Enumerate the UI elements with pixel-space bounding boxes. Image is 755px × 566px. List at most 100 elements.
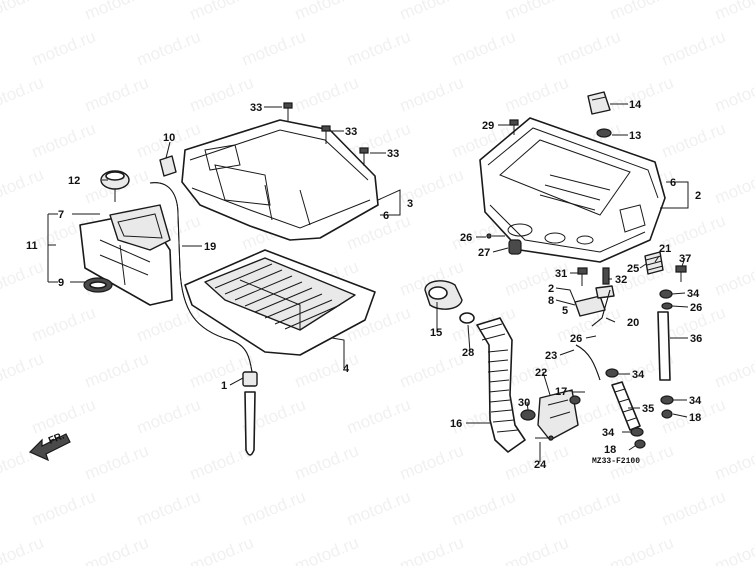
drain-tube [149, 182, 253, 373]
watermark-text: motod.ru [607, 533, 676, 566]
watermark-text: motod.ru [659, 487, 728, 530]
watermark-text: motod.ru [292, 533, 361, 566]
callout-34-b: 34 [632, 369, 645, 381]
hose-23 [575, 344, 601, 381]
callout-28: 28 [462, 347, 474, 359]
elbow-15 [424, 280, 463, 310]
front-arrow-icon [28, 433, 71, 462]
seal-13 [596, 128, 612, 138]
callout-2-mid: 2 [548, 283, 554, 295]
watermark-text: motod.ru [187, 0, 256, 24]
clip-26-left [486, 233, 505, 239]
watermark-text: motod.ru [397, 533, 466, 566]
watermark-text: motod.ru [82, 73, 151, 116]
callout-22: 22 [535, 367, 547, 379]
watermark-text: motod.ru [239, 487, 308, 530]
callout-14: 14 [629, 99, 642, 111]
watermark-text: motod.ru [187, 73, 256, 116]
watermark-text: motod.ru [29, 303, 98, 346]
watermark-text: motod.ru [292, 349, 361, 392]
watermark-text: motod.ru [292, 73, 361, 116]
watermark-text: motod.ru [712, 0, 755, 24]
watermark-text: motod.ru [397, 73, 466, 116]
watermark-text: motod.ru [344, 395, 413, 438]
air-cleaner-cover [181, 119, 379, 241]
watermark-text: motod.ru [659, 119, 728, 162]
watermark-text: motod.ru [449, 27, 518, 70]
bolts-33 [283, 102, 369, 166]
watermark-text: motod.ru [0, 0, 46, 24]
callout-1: 1 [221, 380, 227, 392]
callout-25: 25 [627, 263, 639, 275]
hose-16 [476, 317, 526, 453]
hose-35 [605, 368, 674, 449]
bolt-37 [675, 265, 687, 282]
bolt-32 [602, 267, 610, 285]
watermark-text: motod.ru [344, 487, 413, 530]
watermark-text: motod.ru [82, 349, 151, 392]
callout-26-c: 26 [690, 302, 702, 314]
hose-clip-10 [159, 155, 177, 177]
watermark-text: motod.ru [502, 0, 571, 24]
watermark-text: motod.ru [134, 27, 203, 70]
bolt-29 [509, 119, 519, 135]
diagram-code: MZ33-F2100 [592, 457, 640, 466]
watermark-text: motod.ru [607, 73, 676, 116]
watermark-text: motod.ru [712, 165, 755, 208]
callout-37: 37 [679, 253, 691, 265]
callout-29: 29 [482, 120, 494, 132]
callout-26-a: 26 [460, 232, 472, 244]
callout-27: 27 [478, 247, 490, 259]
watermark-text: motod.ru [607, 0, 676, 24]
air-cleaner-element [184, 249, 376, 356]
callout-34-d: 34 [602, 427, 615, 439]
watermark-text: motod.ru [659, 27, 728, 70]
callout-7: 7 [58, 209, 64, 221]
watermark-text: motod.ru [554, 487, 623, 530]
grommet-30 [520, 409, 536, 421]
bolt-31 [577, 267, 588, 286]
bracket-5 [574, 285, 615, 317]
watermark-text: motod.ru [502, 73, 571, 116]
watermark-text: motod.ru [292, 0, 361, 24]
watermark-text: motod.ru [292, 441, 361, 484]
watermark-text: motod.ru [397, 0, 466, 24]
callout-4: 4 [343, 363, 350, 375]
watermark-text: motod.ru [0, 73, 46, 116]
watermark-text: motod.ru [0, 257, 46, 300]
watermark-text: motod.ru [29, 119, 98, 162]
sub-air-cleaner-case [479, 117, 666, 263]
watermark-text: motod.ru [397, 441, 466, 484]
callout-21: 21 [659, 243, 671, 255]
spring-21 [644, 251, 664, 275]
callout-36: 36 [690, 333, 702, 345]
callout-labels: 33 33 33 10 12 7 11 9 19 1 4 3 6 29 14 1… [26, 99, 702, 471]
watermark-text: motod.ru [712, 73, 755, 116]
callout-3: 3 [407, 198, 413, 210]
callout-leaders [47, 103, 689, 462]
callout-34-c: 34 [689, 395, 702, 407]
watermark-text: motod.ru [712, 533, 755, 566]
callout-33a: 33 [250, 102, 262, 114]
cap-14 [587, 91, 611, 115]
watermark-text: motod.ru [449, 487, 518, 530]
watermark-text: motod.ru [134, 395, 203, 438]
grommet-27 [508, 239, 522, 255]
clamp-28 [459, 312, 475, 324]
callout-19: 19 [204, 241, 216, 253]
watermark-text: motod.ru [29, 27, 98, 70]
callout-15: 15 [430, 327, 442, 339]
callout-8: 8 [548, 295, 554, 307]
callout-20: 20 [627, 317, 639, 329]
callout-30: 30 [518, 397, 530, 409]
callout-16: 16 [450, 418, 462, 430]
watermark-text: motod.ru [397, 349, 466, 392]
callout-18-a: 18 [689, 412, 701, 424]
callout-32: 32 [615, 274, 627, 286]
watermark-text: motod.ru [712, 257, 755, 300]
callout-6-left: 6 [383, 210, 389, 222]
watermark-text: motod.ru [712, 441, 755, 484]
callout-34-a: 34 [687, 288, 700, 300]
